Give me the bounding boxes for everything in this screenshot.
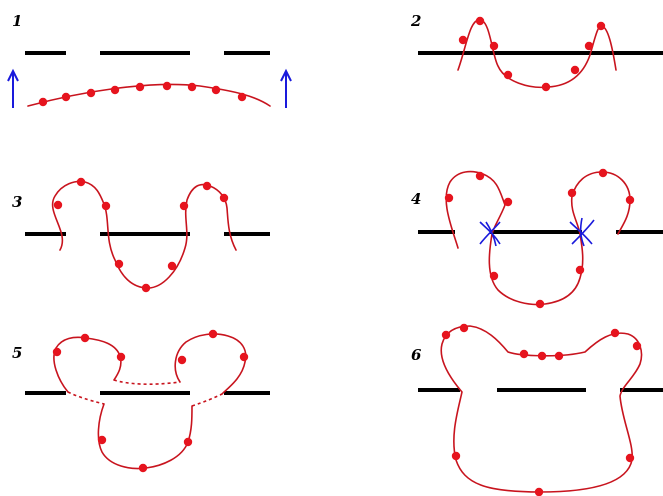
panel-6: 6	[411, 323, 663, 496]
panel-5-dashed-top	[113, 379, 181, 385]
bead	[489, 41, 499, 51]
bead	[567, 188, 577, 198]
bead	[503, 70, 513, 80]
panel-6-number: 6	[411, 346, 422, 364]
bead	[535, 299, 545, 309]
bead	[183, 437, 193, 447]
panel-1-arrow-right-icon	[280, 68, 292, 108]
panel-2-beads	[458, 16, 606, 92]
bead	[489, 271, 499, 281]
panel-5-dashed-left	[67, 391, 105, 405]
bead	[116, 352, 126, 362]
panel-5-chain-bottom-loop	[97, 403, 193, 470]
panel-1-number: 1	[12, 12, 22, 30]
bead	[138, 463, 148, 473]
bead	[541, 82, 551, 92]
bead	[76, 177, 86, 187]
bead	[441, 330, 451, 340]
panel-5-chain-left-lobe	[53, 336, 122, 393]
bead	[237, 92, 247, 102]
bead	[444, 193, 454, 203]
bead	[179, 201, 189, 211]
bead	[162, 81, 172, 91]
panel-4-beads	[444, 168, 635, 309]
bead	[219, 193, 229, 203]
bead	[598, 168, 608, 178]
bead	[101, 201, 111, 211]
bead	[141, 283, 151, 293]
bead	[61, 92, 71, 102]
panel-3: 3	[12, 177, 270, 293]
panel-4-crossover-right-icon	[569, 217, 595, 247]
bead	[534, 487, 544, 496]
panel-1-beads	[38, 81, 247, 107]
panel-2: 2	[410, 12, 663, 92]
bead	[610, 328, 620, 338]
panel-5: 5	[12, 329, 270, 473]
bead	[53, 200, 63, 210]
bead	[38, 97, 48, 107]
bead	[625, 453, 635, 463]
bead	[584, 41, 594, 51]
bead	[135, 82, 145, 92]
bead	[625, 195, 635, 205]
bead	[167, 261, 177, 271]
bead	[202, 181, 212, 191]
panel-4-crossover-left-icon	[479, 221, 501, 247]
panel-5-number: 5	[12, 344, 22, 362]
bead	[208, 329, 218, 339]
bead	[458, 35, 468, 45]
panel-4-chain	[445, 170, 631, 306]
bead	[80, 333, 90, 343]
panel-1: 1	[7, 12, 292, 108]
bead	[475, 171, 485, 181]
bead	[554, 351, 564, 361]
bead	[187, 82, 197, 92]
bead	[86, 88, 96, 98]
panel-4: 4	[411, 168, 663, 309]
bead	[110, 85, 120, 95]
bead	[537, 351, 547, 361]
bead	[575, 265, 585, 275]
bead	[632, 341, 642, 351]
bead	[570, 65, 580, 75]
panel-6-beads	[441, 323, 642, 496]
panel-1-arrow-left-icon	[7, 68, 19, 108]
bead	[97, 435, 107, 445]
panel-5-chain-right-lobe	[174, 333, 247, 395]
bead	[475, 16, 485, 26]
panel-6-chain	[440, 325, 643, 493]
bead	[177, 355, 187, 365]
bead	[114, 259, 124, 269]
bead	[239, 352, 249, 362]
panel-2-number: 2	[410, 12, 421, 30]
panel-3-beads	[53, 177, 229, 293]
bead	[451, 451, 461, 461]
panel-4-number: 4	[411, 190, 421, 208]
bead	[503, 197, 513, 207]
panel-3-number: 3	[12, 193, 22, 211]
panel-5-dashed-right	[191, 393, 223, 407]
panel-5-beads	[52, 329, 249, 473]
bead	[211, 85, 221, 95]
bead	[52, 347, 62, 357]
bead	[519, 349, 529, 359]
bead	[459, 323, 469, 333]
bead	[596, 21, 606, 31]
